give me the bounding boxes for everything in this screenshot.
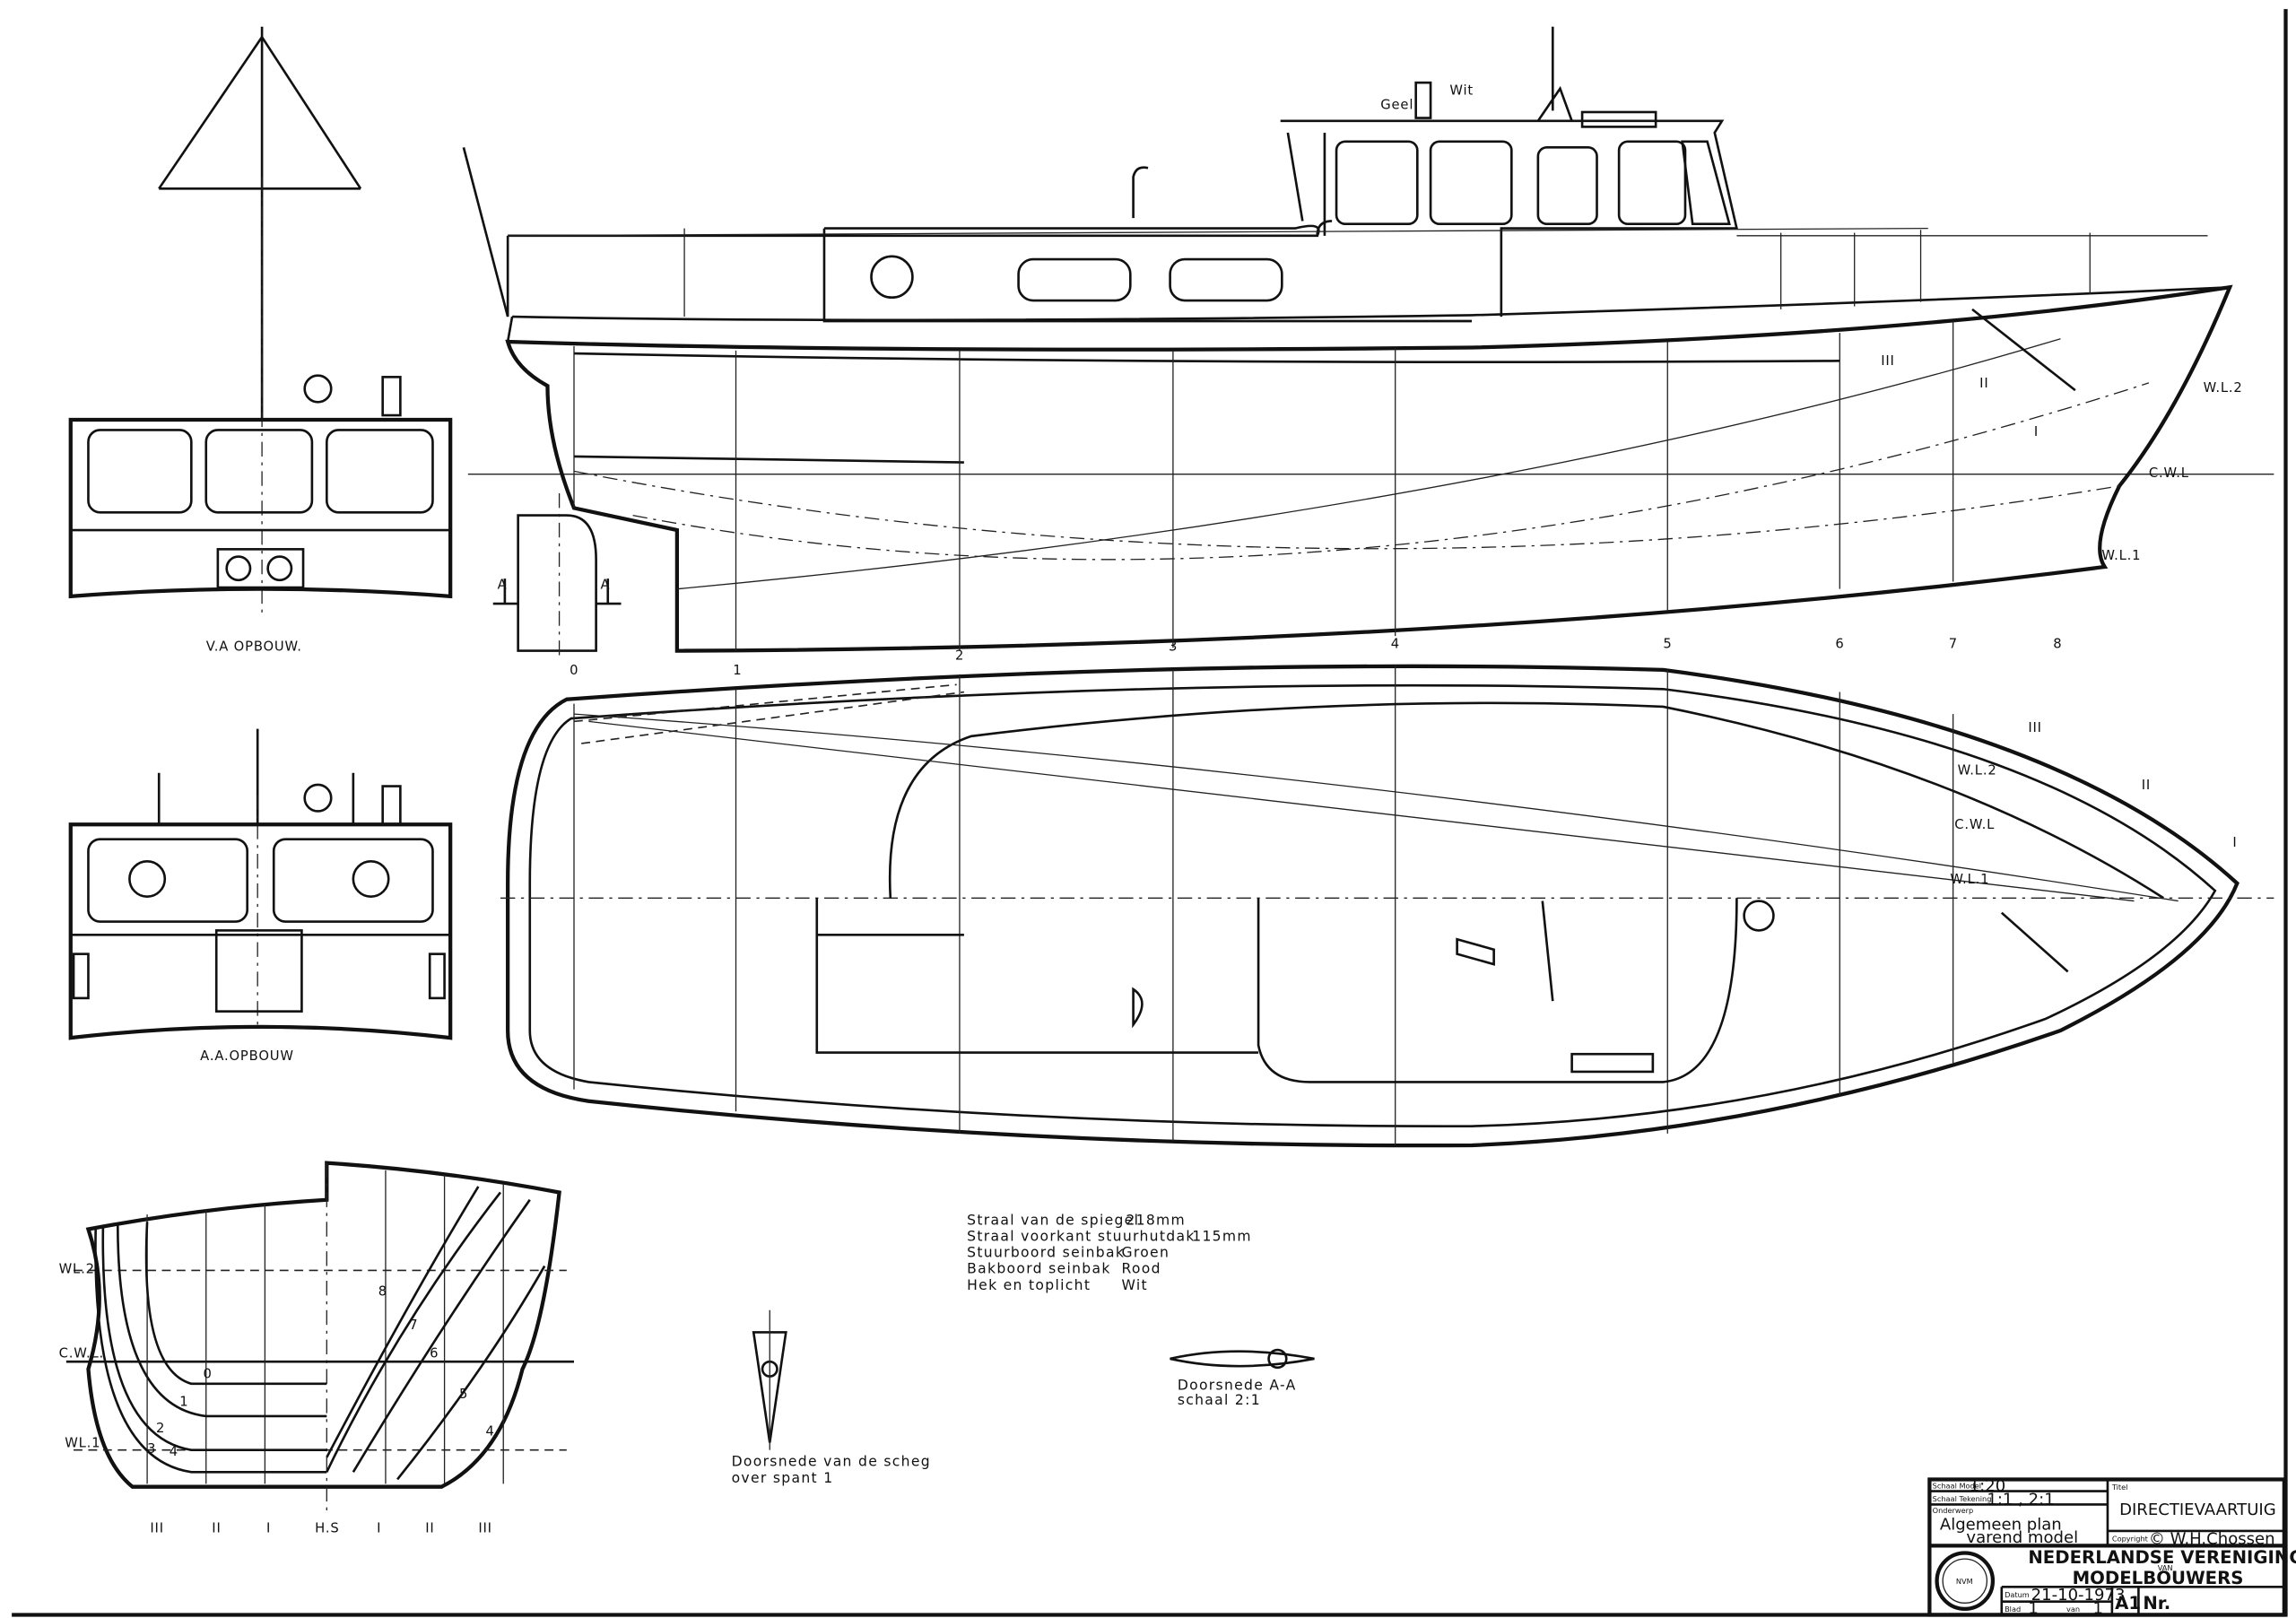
plan-cwl-label: C.W.L	[1954, 817, 1995, 832]
body_plan-aft_stations-4-text: 4	[170, 1444, 178, 1459]
stations-8-text: 8	[2053, 636, 2062, 651]
plan-view: W.L.2 C.W.L W.L.1 III II I	[500, 664, 2274, 1148]
views-section_aa-1-text: schaal 2:1	[1178, 1392, 1261, 1408]
body_plan-bottom_labels-6-text: III	[478, 1521, 492, 1536]
buttock-label-3: III	[1881, 353, 1895, 369]
body_plan-bottom_labels-3-text: H.S	[315, 1521, 339, 1536]
title_block-org_line2-text: MODELBOUWERS	[2073, 1568, 2244, 1588]
title_block-copyright_label-text: Copyright	[2112, 1534, 2149, 1543]
station-numbers: 0 1 2 3 4 5 6 7 8	[570, 636, 2062, 678]
body_plan-aft_stations-2-text: 2	[156, 1421, 165, 1436]
title_block-subject_line2-text: varend model	[1966, 1528, 2078, 1547]
front-view-label: V.A OPBOUW.	[206, 639, 302, 655]
body_plan-fwd_stations-2-text: 6	[430, 1345, 439, 1361]
body_plan-bottom_labels-5-text: II	[425, 1521, 434, 1536]
title_block-copyright-text: © W.H.Chossen	[2149, 1530, 2275, 1549]
title-block: Schaal Model 1:20 Schaal Tekening 1:1 , …	[1927, 1477, 2296, 1618]
title_block-scale_drawing_label-text: Schaal Tekening	[1933, 1494, 1992, 1503]
stations-1-text: 1	[733, 663, 742, 678]
light-label-white: Wit	[1449, 83, 1474, 98]
body_plan-fwd_stations-1-text: 7	[409, 1318, 418, 1333]
title_block-nr_label-text: Nr.	[2143, 1593, 2170, 1614]
buttock-label-2: II	[1979, 376, 1988, 391]
views-section_aa-0-text: Doorsnede A-A	[1178, 1377, 1297, 1393]
title_block-sheet_label-text: Blad	[2005, 1605, 2021, 1614]
waterline-label-cwl: C.W.L	[2149, 465, 2189, 481]
title_block-scale_model-text: 1:20	[1970, 1477, 2006, 1496]
aft-elevation-view: A.A.OPBOUW	[68, 728, 453, 1064]
body_plan-aft_stations-1-text: 1	[179, 1394, 188, 1409]
body_plan-bottom_labels-2-text: I	[266, 1521, 271, 1536]
stations-0-text: 0	[570, 663, 578, 678]
title_block-title-text: DIRECTIEVAARTUIG	[2119, 1501, 2276, 1519]
title_block-title_label-text: Titel	[2111, 1483, 2128, 1492]
section-marker-right: A	[601, 578, 611, 593]
stations-7-text: 7	[1949, 636, 1958, 651]
title_block-format-text: A1	[2115, 1593, 2141, 1614]
stations-3-text: 3	[1169, 639, 1178, 655]
body_plan-bottom_labels-0-text: III	[150, 1521, 164, 1536]
notes-4-value-text: Wit	[1121, 1277, 1147, 1293]
title_block-sheet-text: 1	[2028, 1599, 2038, 1618]
plan-wl1-label: W.L.1	[1950, 872, 1989, 887]
body_plan-cwl-text: C.W.L.	[59, 1345, 104, 1361]
skeg-section: Doorsnede van de scheg over spant 1	[732, 1309, 931, 1486]
stations-6-text: 6	[1835, 636, 1844, 651]
section-marker-left: A	[498, 578, 508, 593]
plan-wl2-label: W.L.2	[1958, 762, 1997, 778]
section-a-a: Doorsnede A-A schaal 2:1	[1170, 1348, 1315, 1408]
front-elevation-view: V.A OPBOUW.	[68, 26, 453, 655]
buttock-label-1: I	[2034, 424, 2039, 439]
title_block-org_van-text: VAN	[2158, 1563, 2173, 1572]
side-profile-view: A A Geel Wit W.L.2 C.W.L W.L.1 III II I	[462, 26, 2274, 657]
title_block-date-text: 21-10-1973	[2031, 1586, 2126, 1605]
body_plan-bottom_labels-1-text: II	[212, 1521, 221, 1536]
stations-5-text: 5	[1663, 636, 1672, 651]
title_block-date_label-text: Datum	[2005, 1590, 2030, 1599]
body_plan-wl2-text: WL.2	[59, 1262, 95, 1277]
waterline-label-wl1: W.L.1	[2101, 548, 2141, 563]
title_block-subject_label-text: Onderwerp	[1933, 1506, 1974, 1515]
body_plan-aft_stations-3-text: 3	[147, 1441, 156, 1457]
title_block-scale_drawing-text: 1:1 , 2:1	[1987, 1490, 2054, 1509]
notes-0-label-text: Straal van de spiegel	[967, 1213, 1139, 1229]
title_block-of_label-text: van	[2066, 1605, 2080, 1614]
body_plan-fwd_stations-4-text: 4	[486, 1423, 495, 1439]
title_block-of-text: 1	[2093, 1599, 2103, 1618]
title_block-org_line1-text: NEDERLANDSE VERENIGING	[2028, 1547, 2296, 1568]
body_plan-bottom_labels-4-text: I	[377, 1521, 381, 1536]
nvm-logo: NVM	[1935, 1551, 1996, 1612]
buttocks-0-text: I	[2232, 835, 2237, 850]
notes-3-value-text: Rood	[1121, 1261, 1161, 1277]
views-section_skeg-1-text: over spant 1	[732, 1470, 834, 1486]
body-plan-view: WL.2 C.W.L. WL.1 0 1 2 3 4 8 7 6 5 4 III…	[59, 1161, 574, 1536]
title_block-logo_text-text: NVM	[1956, 1577, 1973, 1586]
notes-0-value-text: 218mm	[1126, 1213, 1186, 1229]
body_plan-fwd_stations-3-text: 5	[459, 1387, 468, 1402]
light-label-yellow: Geel	[1380, 98, 1413, 113]
aft-view-label: A.A.OPBOUW	[200, 1048, 294, 1064]
notes-1-label-text: Straal voorkant stuurhutdak	[967, 1229, 1196, 1245]
body_plan-wl1-text: WL.1	[65, 1435, 100, 1450]
notes-2-value-text: Groen	[1121, 1245, 1170, 1261]
notes-1-value-text: 115mm	[1192, 1229, 1252, 1245]
notes-2-label-text: Stuurboord seinbak	[967, 1245, 1125, 1261]
stations-2-text: 2	[955, 648, 964, 663]
notes-4-label-text: Hek en toplicht	[967, 1277, 1091, 1293]
body_plan-fwd_stations-0-text: 8	[378, 1283, 387, 1299]
views-section_skeg-0-text: Doorsnede van de scheg	[732, 1454, 931, 1470]
waterline-label-wl2: W.L.2	[2204, 380, 2243, 396]
buttocks-2-text: III	[2028, 720, 2042, 735]
title_block-scale_model_label-text: Schaal Model	[1933, 1481, 1981, 1490]
body_plan-aft_stations-0-text: 0	[203, 1366, 212, 1381]
title_block-subject_line1-text: Algemeen plan	[1940, 1515, 2062, 1534]
notes-3-label-text: Bakboord seinbak	[967, 1261, 1111, 1277]
stations-4-text: 4	[1391, 636, 1400, 651]
buttocks-1-text: II	[2142, 778, 2151, 793]
